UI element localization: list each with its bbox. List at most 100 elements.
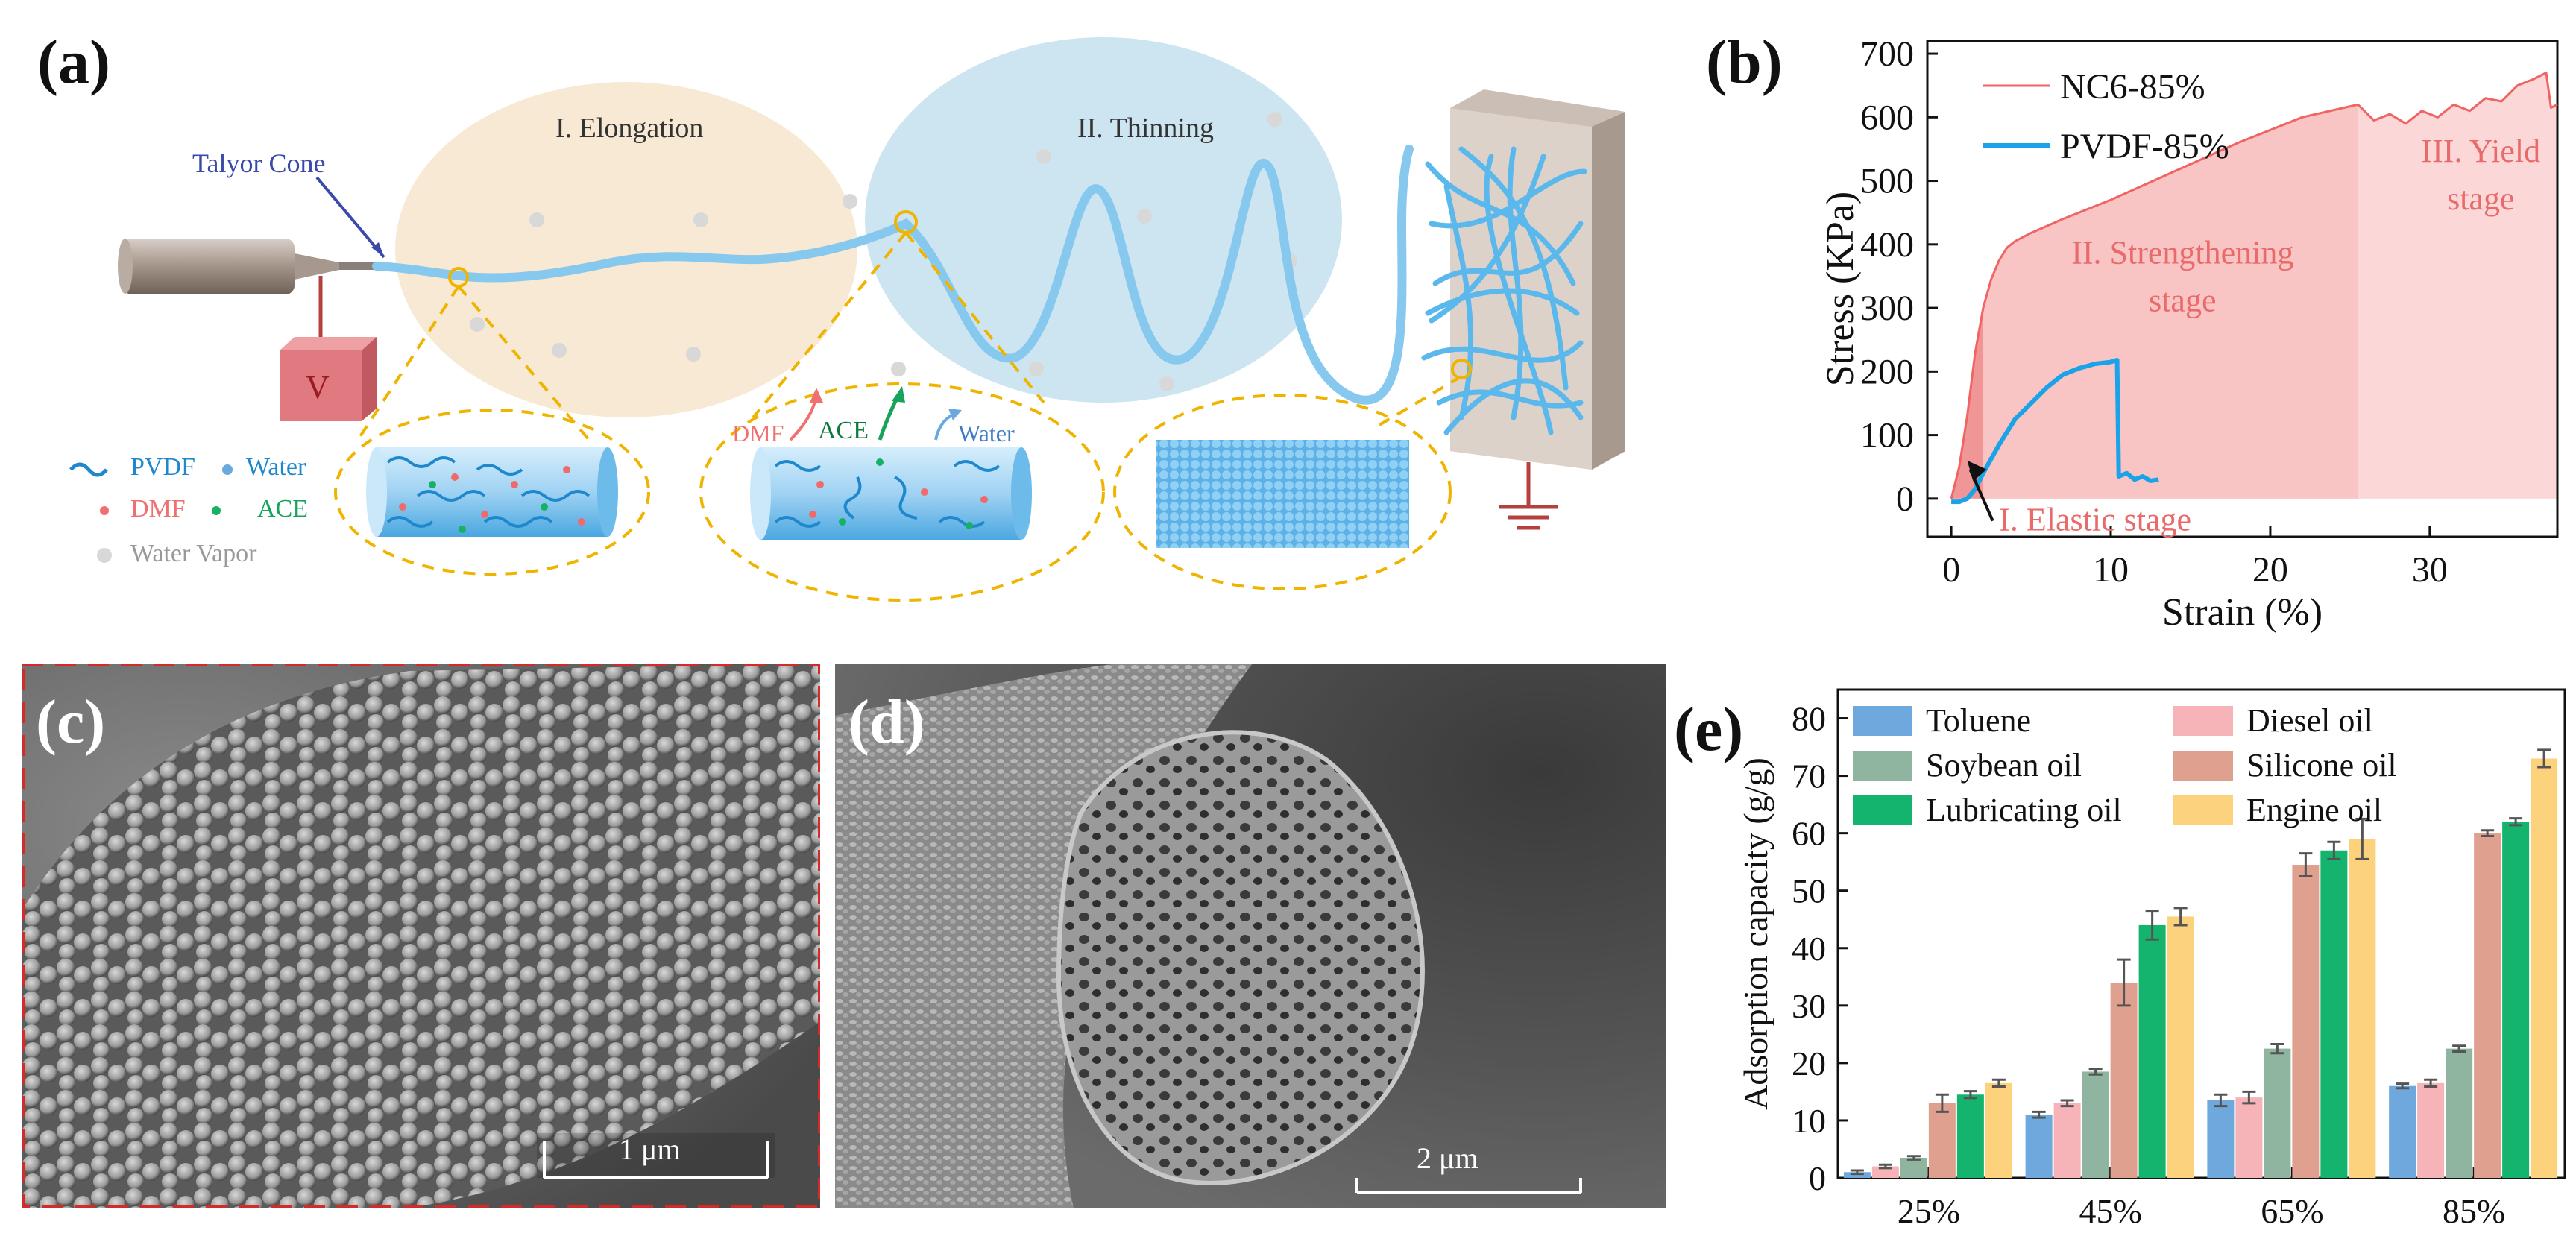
- bar: [2531, 758, 2558, 1178]
- legend-label: NC6-85%: [2060, 67, 2205, 107]
- bar: [1928, 1103, 1956, 1178]
- series-line-nc6: [1950, 72, 2558, 499]
- y-tick-label: 80: [1792, 700, 1826, 738]
- thinning-zone: [865, 37, 1342, 403]
- y-tick-label: 30: [1792, 987, 1826, 1025]
- x-tick-label: 65%: [2261, 1192, 2323, 1230]
- bar: [2235, 1097, 2263, 1178]
- x-tick-label: 45%: [2079, 1192, 2141, 1230]
- x-tick-label: 20: [2252, 550, 2288, 590]
- elongation-label: I. Elongation: [555, 113, 704, 144]
- zoom-water-label: Water: [958, 420, 1015, 447]
- voltage-source: [280, 350, 362, 421]
- legend-pvdf: PVDF: [130, 453, 195, 481]
- legend-swatch: [2173, 706, 2233, 736]
- zoom-ace-label: ACE: [818, 417, 869, 444]
- y-tick-label: 70: [1792, 757, 1826, 795]
- bar: [2320, 850, 2348, 1178]
- y-tick-label: 500: [1860, 162, 1914, 201]
- legend-ace: ACE: [257, 495, 308, 523]
- legend-water-vapor: Water Vapor: [130, 540, 257, 567]
- panel-b-label: (b): [1706, 28, 1783, 97]
- legend-swatch: [1853, 795, 1912, 825]
- bar: [1871, 1166, 1899, 1178]
- legend-swatch: [2173, 751, 2233, 781]
- legend-swatch: [1853, 706, 1912, 736]
- y-tick-label: 50: [1792, 872, 1826, 910]
- bar: [2474, 833, 2501, 1178]
- y-tick-label: 700: [1860, 34, 1914, 74]
- y-tick-label: 400: [1860, 225, 1914, 265]
- legend-box: [1968, 52, 2058, 171]
- bar: [2110, 983, 2138, 1178]
- bar: [2502, 822, 2530, 1178]
- panel-e-label: (e): [1674, 695, 1744, 764]
- sem-image-d: (d) 2 μm: [835, 664, 1666, 1208]
- y-tick-label: 0: [1896, 479, 1914, 519]
- strengthening-region: [1983, 104, 2358, 499]
- legend-label: Engine oil: [2246, 792, 2382, 828]
- electrospinning-schematic: [69, 37, 1625, 602]
- legend-swatch: [1853, 751, 1912, 781]
- annotation-strengthening-1: II. Strengthening: [2071, 234, 2293, 271]
- y-tick-label: 100: [1860, 416, 1914, 456]
- annotation-yield-1: III. Yield: [2421, 133, 2540, 169]
- legend-label: Diesel oil: [2246, 702, 2373, 739]
- legend-label: Silicone oil: [2246, 747, 2397, 784]
- x-tick-label: 0: [1942, 550, 1960, 590]
- legend-label: Toluene: [1926, 702, 2031, 739]
- x-axis-label: Strain (%): [2162, 591, 2323, 634]
- zoom-dmf-label: DMF: [732, 420, 784, 447]
- annotation-elastic: I. Elastic stage: [1999, 501, 2191, 538]
- bar: [2264, 1048, 2291, 1178]
- legend-label: Lubricating oil: [1926, 792, 2122, 828]
- annotation-yield-2: stage: [2447, 180, 2514, 217]
- legend-label: Soybean oil: [1926, 747, 2082, 784]
- bar: [2417, 1082, 2445, 1178]
- y-axis-label: Stress (KPa): [1819, 192, 1862, 386]
- panel-d-label: (d): [848, 687, 925, 757]
- x-tick-label: 25%: [1898, 1192, 1960, 1230]
- x-tick-label: 30: [2412, 550, 2448, 590]
- x-tick-label: 10: [2093, 550, 2129, 590]
- syringe-body: [123, 239, 295, 294]
- bar: [2349, 839, 2376, 1178]
- bar: [1843, 1172, 1871, 1178]
- voltage-label: V: [306, 369, 330, 406]
- bar: [2389, 1085, 2416, 1178]
- y-tick-label: 600: [1860, 98, 1914, 137]
- y-tick-label: 40: [1792, 930, 1826, 968]
- bar: [2207, 1100, 2235, 1178]
- panel-a: (a): [0, 0, 1700, 634]
- legend-dmf: DMF: [130, 495, 186, 523]
- plot-frame: [1836, 688, 2566, 1179]
- fiber-cylinder-1: [366, 447, 618, 537]
- bar: [1956, 1094, 1984, 1178]
- y-tick-label: 20: [1792, 1044, 1826, 1082]
- bar: [2082, 1071, 2109, 1178]
- bar: [1900, 1158, 1927, 1178]
- y-tick-label: 10: [1792, 1102, 1826, 1140]
- sem-image-c: (c) 1 μm: [22, 664, 820, 1208]
- y-tick-label: 200: [1860, 352, 1914, 391]
- taylor-cone-label: Talyor Cone: [192, 148, 326, 178]
- legend-water: Water: [246, 453, 306, 481]
- scale-bar-d: 2 μm: [1417, 1141, 1478, 1175]
- y-tick-label: 300: [1860, 289, 1914, 328]
- x-tick-label: 85%: [2443, 1192, 2505, 1230]
- bar: [2025, 1115, 2053, 1178]
- plot-frame: [1926, 40, 2559, 538]
- scale-bar-c: 1 μm: [619, 1132, 681, 1166]
- porous-fiber: [1156, 440, 1409, 548]
- yield-region: [2358, 72, 2557, 499]
- thinning-label: II. Thinning: [1077, 113, 1214, 144]
- annotation-strengthening-2: stage: [2149, 282, 2216, 318]
- bar: [2138, 924, 2166, 1178]
- fiber-jet: [372, 145, 1414, 405]
- fiber-mat: [1421, 146, 1587, 435]
- legend-swatch: [2173, 795, 2233, 825]
